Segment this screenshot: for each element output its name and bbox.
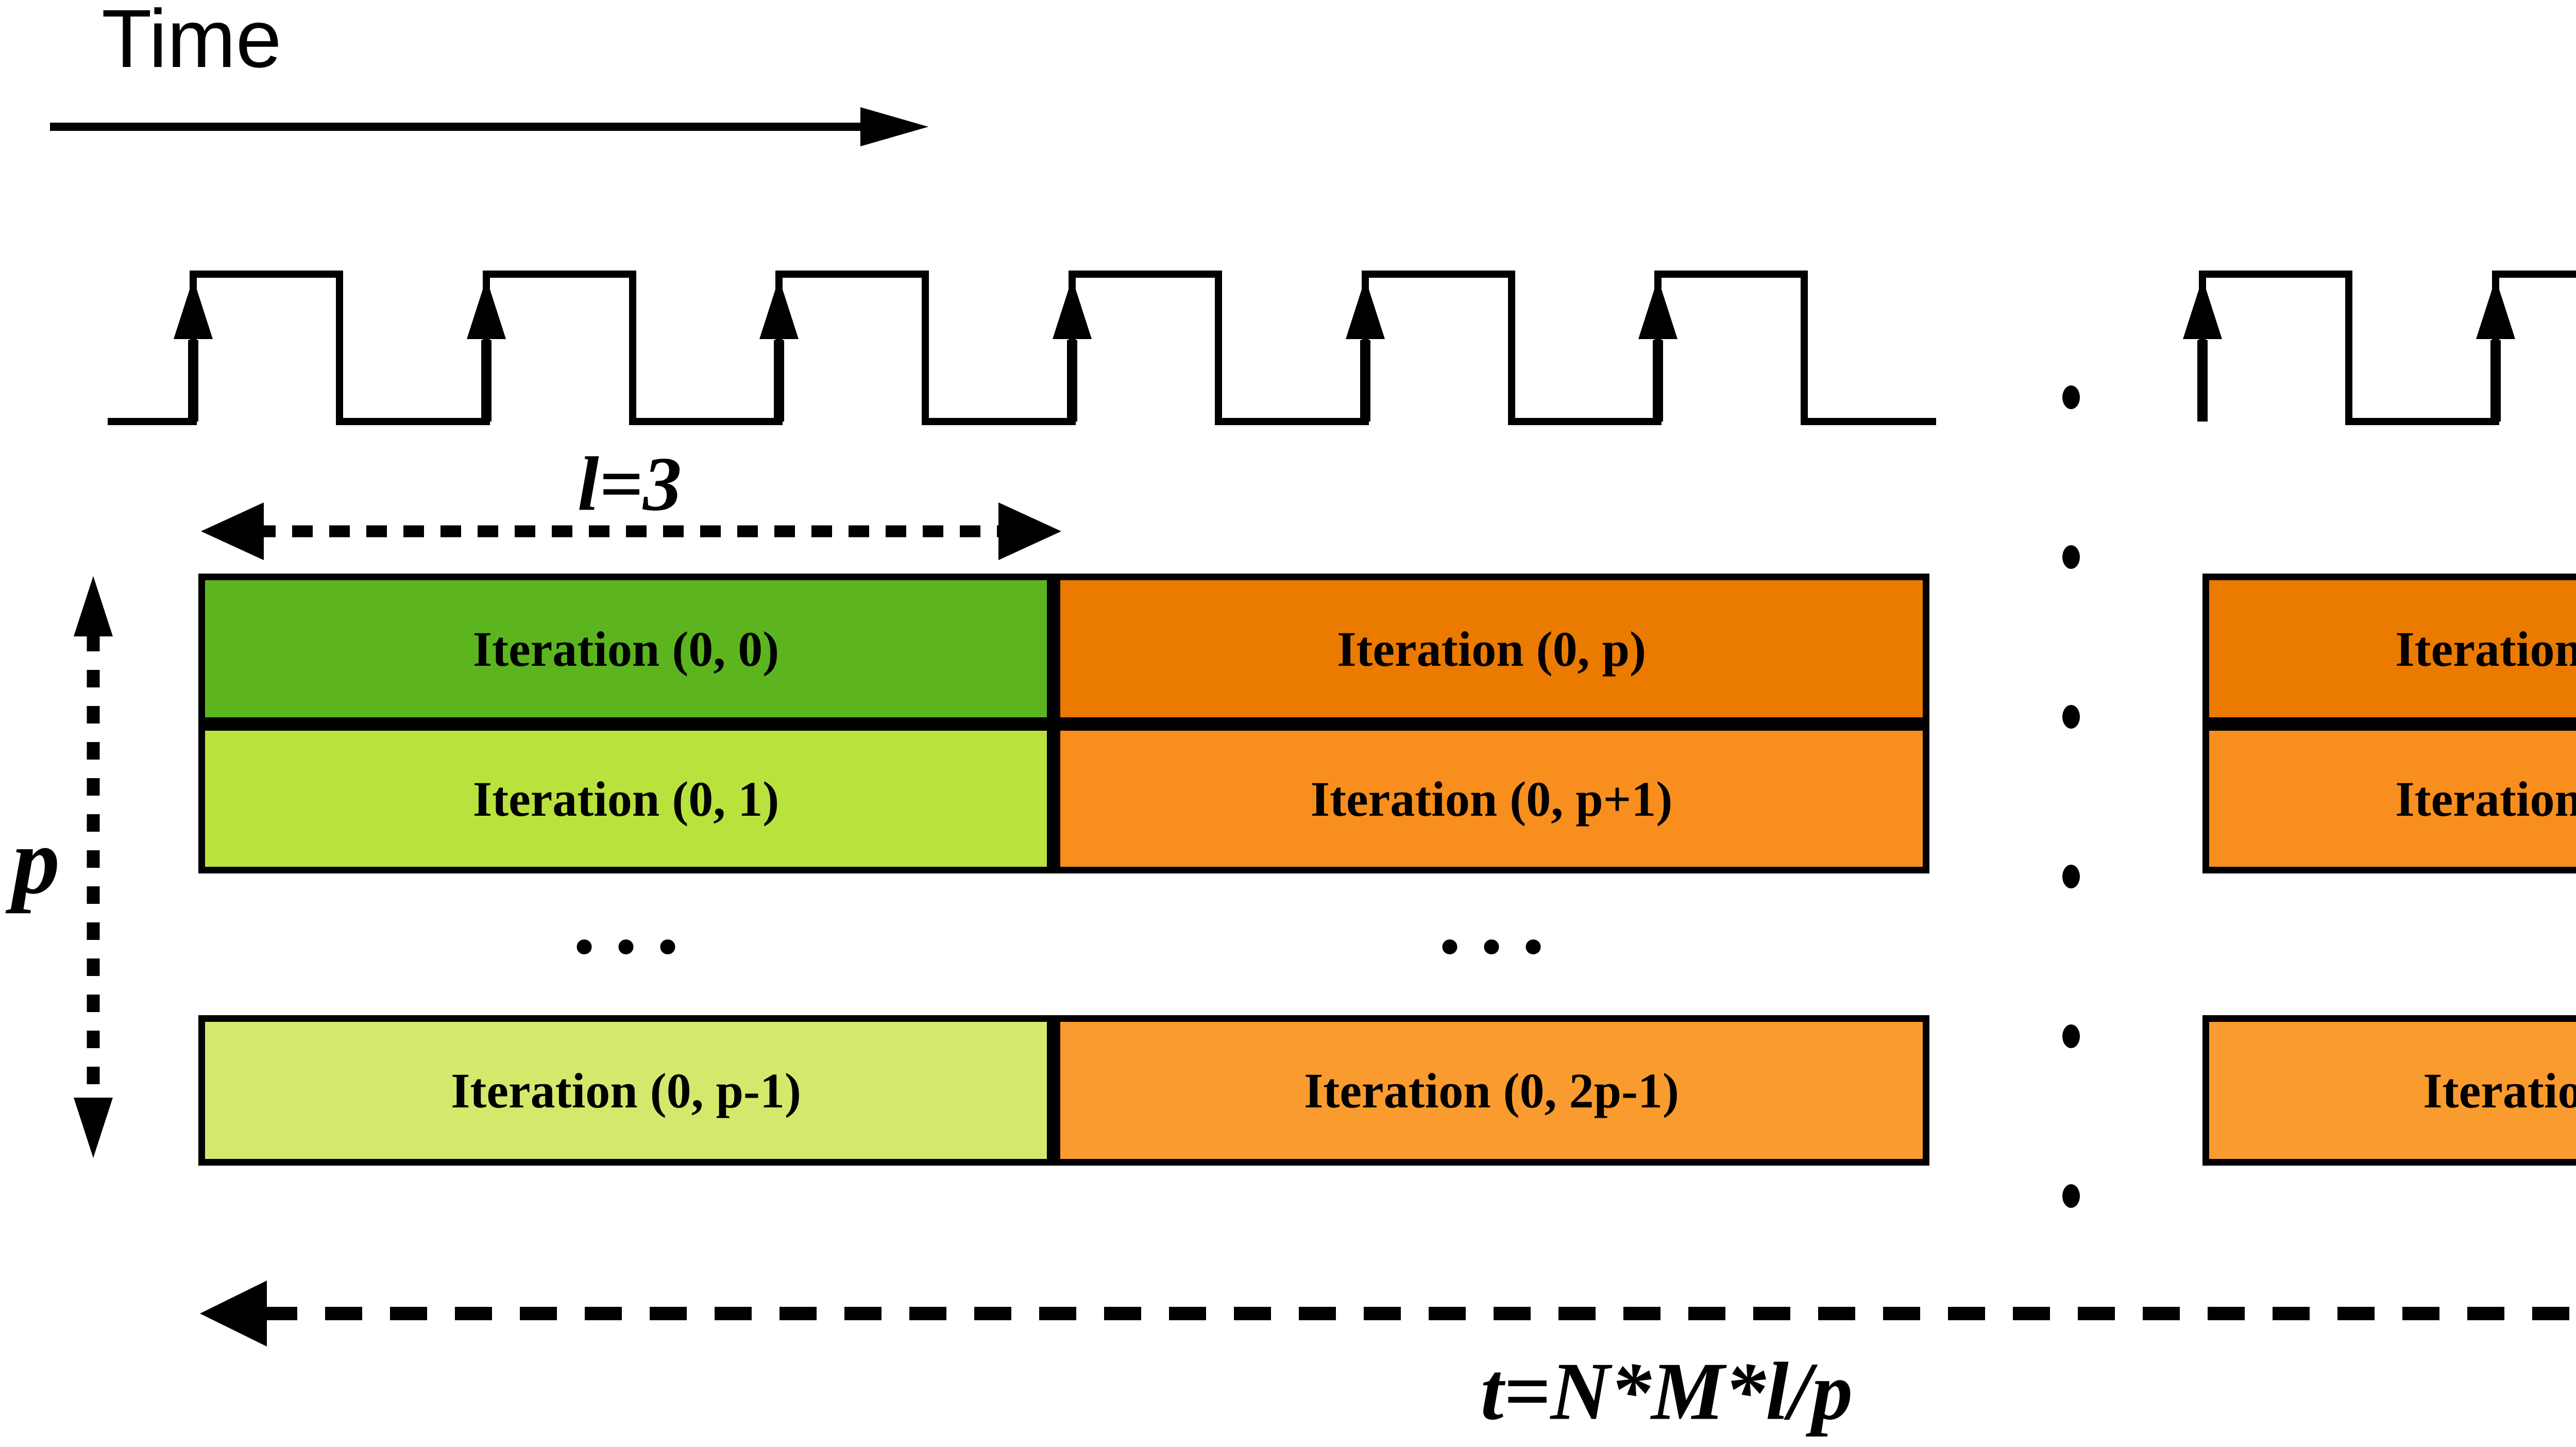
iteration-cell-0-2pm1: Iteration (0, 2p-1) [1054,1015,1929,1166]
rising-edge-arrow [467,278,506,422]
iteration-cell-0-p: Iteration (0, p) [1054,574,1929,724]
rising-edge-arrow [1346,278,1385,422]
iteration-cell-n1-mp1: Iteration (N-1, M-p+1) [2202,574,2576,724]
iteration-cell-label: Iteration (0, p+1) [1310,771,1673,827]
depth-arrow [74,576,113,1158]
column-separator-dots [2062,385,2080,1208]
iteration-cell-0-0: Iteration (0, 0) [198,574,1054,724]
iteration-cell-label: Iteration (0, 0) [472,621,779,677]
rising-edge-arrow [2183,278,2222,422]
latency-label: l=3 [577,441,682,527]
iteration-cell-label: Iteration (0, 1) [472,771,779,827]
time-arrow [50,107,928,146]
iteration-cell-label: Iteration (N-1, M-p+2) [2395,771,2576,827]
time-axis-label: Time [101,0,282,85]
total-time-label: t=N*M*l/p [1480,1345,1853,1437]
iteration-cell-0-pm1: Iteration (0, p-1) [198,1015,1054,1166]
iteration-cell-0-p1: Iteration (0, p+1) [1054,724,1929,873]
rising-edge-arrows [174,278,2515,422]
rising-edge-arrow [759,278,799,422]
clock-waveform-right [2199,271,2576,425]
rising-edge-arrow [1638,278,1677,422]
latency-arrow [201,502,1061,560]
rising-edge-arrow [2476,278,2515,422]
iteration-cell-n1-m1: Iteration (N-1, M-1) [2202,1015,2576,1166]
row-ellipsis-middle: ••• [1434,918,1560,979]
iteration-cell-label: Iteration (0, p-1) [451,1063,801,1118]
total-time-arrow [200,1281,2576,1347]
iteration-cell-0-1: Iteration (0, 1) [198,724,1054,873]
clock-waveform-left [108,271,1936,425]
iteration-cell-label: Iteration (N-1, M-p+1) [2395,621,2576,677]
iteration-cell-label: Iteration (0, 2p-1) [1304,1063,1679,1118]
rising-edge-arrow [1053,278,1092,422]
iteration-cell-label: Iteration (N-1, M-1) [2423,1063,2576,1118]
iteration-cell-label: Iteration (0, p) [1337,621,1646,677]
row-ellipsis-left: ••• [569,918,694,979]
pipeline-depth-label: p [12,808,60,914]
iteration-cell-n1-mp2: Iteration (N-1, M-p+2) [2202,724,2576,873]
rising-edge-arrow [174,278,213,422]
